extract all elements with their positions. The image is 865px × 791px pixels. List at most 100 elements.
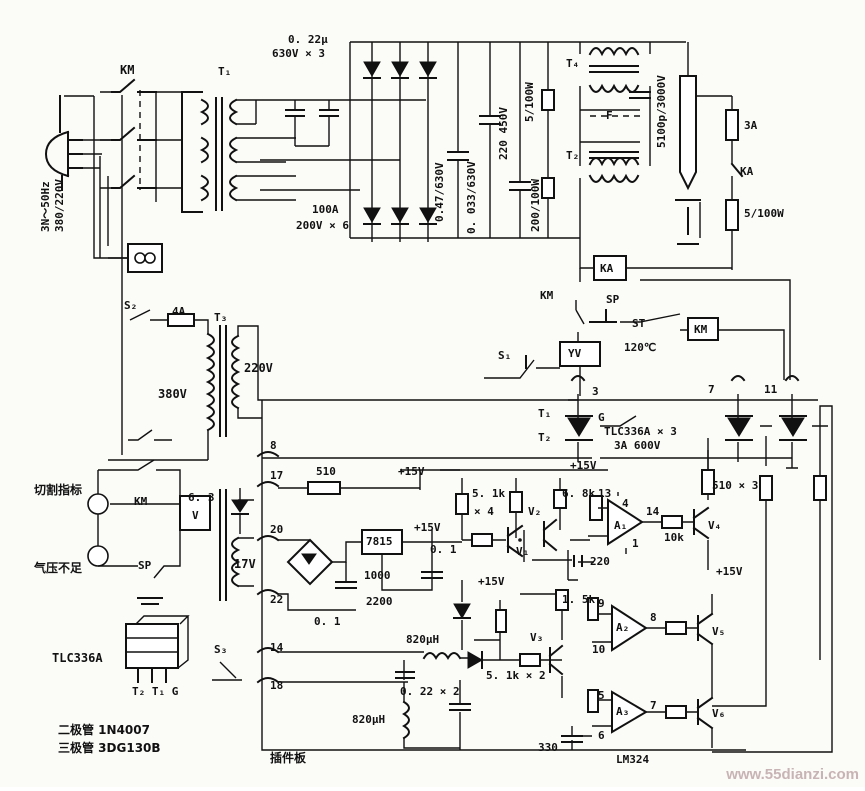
t1-transformer bbox=[181, 91, 296, 213]
s1-label: S₁ bbox=[498, 349, 512, 362]
cap-022u-label: 0. 22μ bbox=[288, 33, 328, 46]
res-510x3-label: 510 × 3 bbox=[712, 479, 759, 492]
pin-7b-label: 7 bbox=[650, 699, 657, 712]
cutting-torch bbox=[675, 42, 732, 245]
tlc336a-package bbox=[125, 615, 190, 683]
t3-label: T₃ bbox=[214, 311, 228, 324]
pin-18-label: 18 bbox=[270, 679, 284, 692]
cut-indicator-label: 切割指标 bbox=[34, 483, 83, 497]
control-relay-chain bbox=[484, 268, 791, 396]
v4-label: V₄ bbox=[708, 519, 722, 532]
a3-label: A₃ bbox=[616, 705, 630, 718]
res-510-label: 510 bbox=[316, 465, 336, 478]
pin-17-label: 17 bbox=[270, 469, 284, 482]
sp-contact-label: SP bbox=[606, 293, 620, 306]
ka-contact-label: KA bbox=[740, 165, 754, 178]
scr-g-label: G bbox=[598, 411, 605, 424]
plus15v-label-c: +15V bbox=[414, 521, 441, 534]
plugin-board-label: 插件板 bbox=[270, 751, 307, 765]
t1-label: T₁ bbox=[218, 65, 232, 78]
mains-spec-label-2: 380/220V bbox=[53, 179, 66, 232]
low-voltage-supply bbox=[278, 529, 462, 611]
v2-label: V₂ bbox=[528, 505, 542, 518]
trigger-opamps bbox=[453, 580, 714, 750]
ind-820b-label: 820μH bbox=[352, 713, 386, 726]
plus15v-label-a: +15V bbox=[570, 459, 597, 472]
scr-t1-label: T₁ bbox=[538, 407, 552, 420]
pin-8b-label: 8 bbox=[650, 611, 657, 624]
filter-capacitors bbox=[447, 42, 531, 238]
t3-hf-label: T₂ bbox=[566, 149, 580, 162]
plus15v-label-e: +15V bbox=[478, 575, 505, 588]
v1-label: V₁ bbox=[516, 545, 530, 558]
v380-label: 380V bbox=[158, 387, 187, 401]
pin-4-label: 4 bbox=[622, 497, 629, 510]
v6-label: V₆ bbox=[712, 707, 726, 720]
cap-01a-label: 0. 1 bbox=[430, 543, 457, 556]
socket-outlet bbox=[127, 243, 163, 273]
rectifier-diodes bbox=[349, 41, 686, 242]
pin-7-label: 7 bbox=[708, 383, 715, 396]
triac-outputs bbox=[262, 375, 833, 753]
res-5-100w-label: 5/100W bbox=[744, 207, 784, 220]
snubber-capacitors bbox=[255, 99, 426, 191]
ind-820a-label: 820μH bbox=[406, 633, 440, 646]
pilot-arc-circuit bbox=[579, 96, 744, 281]
cap-220-label: 220 bbox=[590, 555, 610, 568]
s3-label: S₃ bbox=[214, 643, 228, 656]
res-68k-label: 6. 8k bbox=[562, 487, 596, 500]
low-pressure-label: 气压不足 bbox=[34, 561, 83, 575]
cap-022x2-label: 0. 22 × 2 bbox=[400, 685, 460, 698]
pin-11-label: 11 bbox=[764, 383, 778, 396]
res-200-100-label: 200/100W bbox=[529, 179, 542, 232]
res-5-100-label: 5/100W bbox=[523, 82, 536, 122]
km-label: KM bbox=[120, 63, 135, 77]
km-main-contacts bbox=[111, 78, 182, 202]
plus15v-label-d: +15V bbox=[716, 565, 743, 578]
indicator-lamps bbox=[87, 459, 211, 605]
a2-label: A₂ bbox=[616, 621, 630, 634]
pin-3-label: 3 bbox=[592, 385, 599, 398]
res-51kx2-label: 5. 1k × 2 bbox=[486, 669, 546, 682]
t4-label: T₄ bbox=[566, 57, 580, 70]
v63-unit-label: V bbox=[192, 509, 199, 522]
v220-label: 220V bbox=[244, 361, 273, 375]
res-51k-label: 5. 1k bbox=[472, 487, 506, 500]
pin-14b-label: 14 bbox=[270, 641, 284, 654]
km-lamp-label: KM bbox=[134, 495, 148, 508]
watermark: www.55dianzi.com bbox=[726, 766, 859, 783]
cap-1000-label: 1000 bbox=[364, 569, 391, 582]
a1-label: A₁ bbox=[614, 519, 628, 532]
cap-0033-label: 0. 033/630V bbox=[465, 161, 478, 234]
scr-rating-label: 3A 600V bbox=[614, 439, 661, 452]
hf-coupling-transformers bbox=[579, 42, 651, 238]
pin-13-label: 13 bbox=[598, 487, 612, 500]
tlc-pins-label: T₂ T₁ G bbox=[132, 685, 179, 698]
v5-label: V₅ bbox=[712, 625, 726, 638]
yv-label: YV bbox=[568, 347, 582, 360]
fuse-4a-label: 4A bbox=[172, 305, 186, 318]
power-led bbox=[231, 469, 460, 534]
diode-current-label: 100A bbox=[312, 203, 339, 216]
mains-plug bbox=[44, 95, 83, 191]
pin-14a-label: 14 bbox=[646, 505, 660, 518]
board-connectors bbox=[256, 400, 746, 751]
st-label: ST bbox=[632, 317, 646, 330]
pin-22-label: 22 bbox=[270, 593, 284, 606]
diode-voltage-label: 200V × 6 bbox=[296, 219, 349, 232]
ka-coil-label: KA bbox=[600, 262, 614, 275]
cap-330-label: 330 bbox=[538, 741, 558, 754]
lm324-label: LM324 bbox=[616, 753, 650, 766]
v17-label: 17V bbox=[234, 557, 256, 571]
reg-7815-label: 7815 bbox=[366, 535, 393, 548]
sp-lamp-label: SP bbox=[138, 559, 152, 572]
scr-part-label: TLC336A × 3 bbox=[604, 425, 677, 438]
plus15v-label-b: +15V bbox=[398, 465, 425, 478]
cap-2200-label: 2200 bbox=[366, 595, 393, 608]
pin-20-label: 20 bbox=[270, 523, 284, 536]
km-contact-label: KM bbox=[540, 289, 554, 302]
pin-5-label: 5 bbox=[598, 689, 605, 702]
t2-control-transformer bbox=[108, 309, 818, 601]
pin-6-label: 6 bbox=[598, 729, 605, 742]
